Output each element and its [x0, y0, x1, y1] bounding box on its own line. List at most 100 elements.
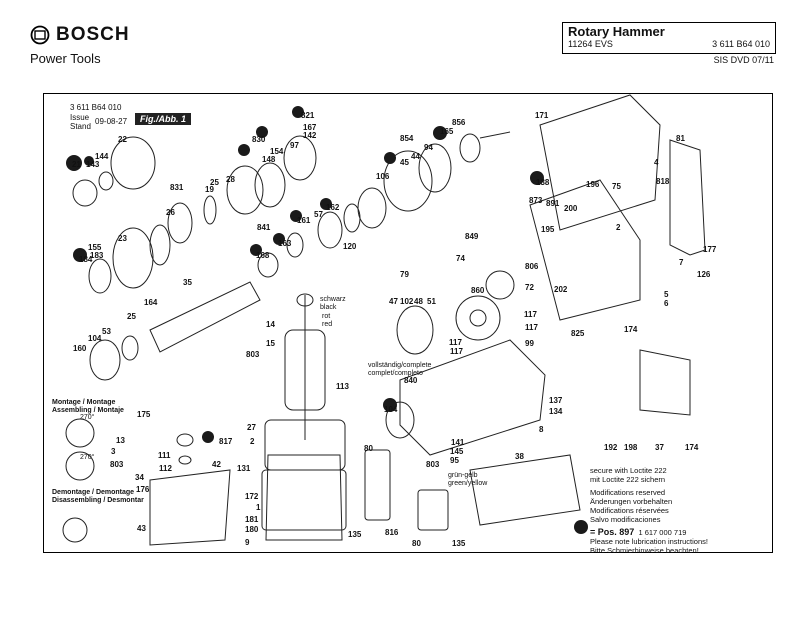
part-label: 1	[256, 503, 261, 512]
note-green-yellow: grün-gelb green/yellow	[448, 472, 488, 487]
part-label: 142	[303, 131, 317, 140]
part-label: 42	[212, 460, 221, 469]
part-number: 3 611 B64 010	[712, 39, 770, 49]
part-label: 25	[210, 178, 219, 187]
part-label: 106	[376, 172, 390, 181]
part-label: 175	[137, 410, 151, 419]
part-label: 74	[456, 254, 465, 263]
part-label: 117	[524, 310, 537, 319]
part-label: 135	[452, 539, 466, 548]
part-label: 172	[245, 492, 259, 501]
part-label: 138	[536, 178, 550, 187]
part-label: 171	[535, 111, 549, 120]
part-label: 113	[336, 382, 349, 391]
tool-code: 11264 EVS	[568, 39, 613, 49]
part-label: 104	[88, 334, 102, 343]
part-label: 51	[427, 297, 436, 306]
part-label: 27	[247, 423, 256, 432]
part-label: 102	[400, 297, 414, 306]
part-label: 117	[449, 338, 462, 347]
part-label: 112	[159, 464, 172, 473]
part-label: 44	[411, 152, 420, 161]
part-label: 821	[301, 111, 315, 120]
part-label: 192	[604, 443, 618, 452]
note-complete: vollständig/complete complet/completo	[368, 362, 432, 377]
legend: secure with Loctite 222 mit Loctite 222 …	[590, 466, 708, 555]
part-label: 174	[685, 443, 699, 452]
part-label: 7	[679, 258, 684, 267]
part-label: 174	[624, 325, 638, 334]
brand-name: BOSCH	[56, 24, 130, 45]
part-label: 856	[452, 118, 466, 127]
note-schwarz: schwarz black	[320, 296, 346, 311]
part-label: 145	[450, 447, 464, 456]
part-label: 47	[389, 297, 398, 306]
part-label: 854	[400, 134, 414, 143]
part-label: 176	[136, 485, 150, 494]
part-label: 80	[364, 444, 373, 453]
part-label: 19	[205, 185, 214, 194]
part-label: 43	[137, 524, 146, 533]
part-label: 200	[564, 204, 578, 213]
part-label: 840	[404, 376, 418, 385]
part-label: 6	[664, 299, 669, 308]
part-label: 131	[237, 464, 251, 473]
part-label: 22	[118, 135, 127, 144]
part-label: 53	[102, 327, 111, 336]
part-label: 79	[400, 270, 409, 279]
part-label: 816	[385, 528, 399, 537]
part-label: 831	[170, 183, 184, 192]
title-block: Rotary Hammer 11264 EVS 3 611 B64 010	[562, 22, 776, 54]
part-label: 134	[549, 407, 563, 416]
part-label: 160	[73, 344, 87, 353]
part-label: 849	[465, 232, 479, 241]
part-label: 5	[664, 290, 669, 299]
part-label: 196	[586, 180, 600, 189]
part-label: 97	[290, 141, 299, 150]
part-label: 117	[450, 347, 463, 356]
part-label: 80	[412, 539, 421, 548]
part-label: 148	[262, 155, 276, 164]
part-label: 48	[414, 297, 423, 306]
part-label: 198	[624, 443, 638, 452]
part-label: 164	[144, 298, 158, 307]
part-label: 104	[384, 405, 398, 414]
part-label: 8	[539, 425, 544, 434]
fig-issue-date: 09-08-27	[95, 117, 128, 126]
part-label: 57	[314, 210, 323, 219]
part-label: 95	[450, 456, 459, 465]
figure-tag: Fig./Abb. 1	[135, 113, 191, 125]
part-label: 35	[183, 278, 192, 287]
sis-label: SIS DVD 07/11	[713, 55, 774, 65]
part-label: 165	[440, 127, 454, 136]
bosch-armature-icon	[30, 25, 50, 45]
note-deg2: 270°	[80, 454, 95, 461]
part-label: 2	[616, 223, 621, 232]
part-label: 141	[451, 438, 465, 447]
part-label: 806	[525, 262, 539, 271]
part-label: 135	[348, 530, 362, 539]
part-label: 37	[655, 443, 664, 452]
part-label: 14	[266, 320, 275, 329]
part-label: 873	[529, 196, 543, 205]
part-label: 45	[400, 158, 409, 167]
part-label: 202	[554, 285, 568, 294]
part-label: 817	[219, 437, 233, 446]
part-label: 137	[549, 396, 563, 405]
part-label: 99	[525, 339, 534, 348]
part-label: 830	[252, 135, 266, 144]
part-label: 15	[266, 339, 275, 348]
part-label: 4	[654, 158, 659, 167]
part-label: 803	[426, 460, 440, 469]
drawing-frame	[43, 93, 773, 553]
part-label: 23	[118, 234, 127, 243]
page-subtitle: Power Tools	[30, 51, 101, 66]
part-label: 891	[546, 199, 560, 208]
legend-lub: Please note lubrication instructions! Bi…	[590, 537, 708, 555]
part-label: 183	[90, 251, 104, 260]
part-label: 168	[256, 251, 270, 260]
part-label: 155	[88, 243, 102, 252]
part-label: 161	[297, 216, 311, 225]
part-label: 195	[541, 225, 555, 234]
